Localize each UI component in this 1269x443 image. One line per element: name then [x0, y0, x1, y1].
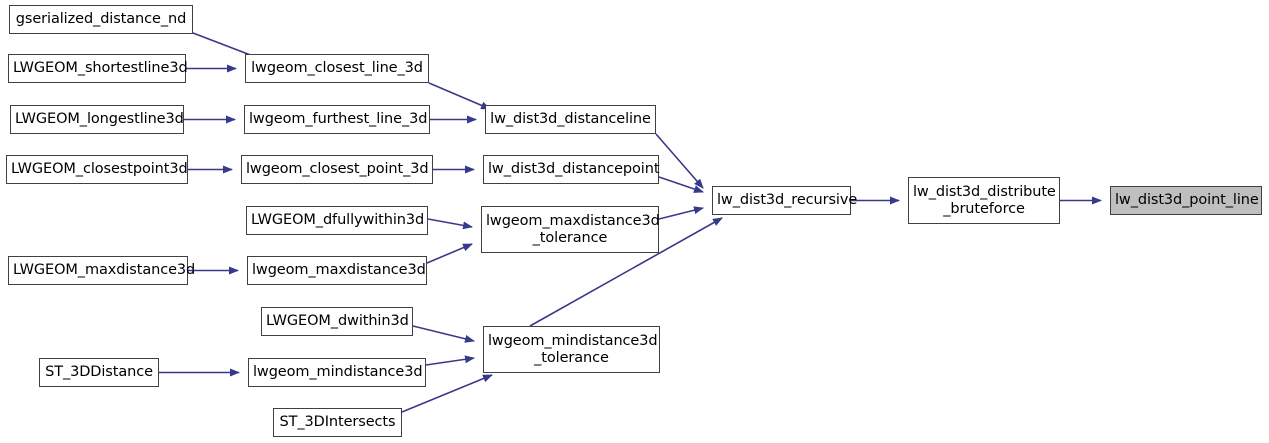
graph-node-label: lwgeom_maxdistance3d	[252, 262, 426, 278]
graph-node-lwgeom-shortestline3d[interactable]: LWGEOM_shortestline3d	[8, 54, 188, 83]
graph-node-label: gserialized_distance_nd	[15, 11, 187, 27]
graph-node-label: lw_dist3d_distancepoint	[488, 161, 660, 177]
graph-node-label: lwgeom_furthest_line_3d	[249, 111, 428, 127]
graph-node-label: LWGEOM_shortestline3d	[13, 60, 188, 76]
graph-node-lwgeom-dfullywithin3d[interactable]: LWGEOM_dfullywithin3d	[246, 206, 428, 235]
graph-node-lw-dist3d-point-line[interactable]: lw_dist3d_point_line	[1110, 186, 1262, 215]
graph-node-lwgeom-dwithin3d[interactable]: LWGEOM_dwithin3d	[261, 307, 413, 336]
graph-node-lwgeom-maxdistance3d[interactable]: lwgeom_maxdistance3d	[247, 256, 427, 285]
graph-edge	[425, 355, 475, 366]
graph-node-lwgeom-closestpoint3d[interactable]: LWGEOM_closestpoint3d	[6, 155, 188, 184]
graph-edge	[412, 325, 475, 343]
graph-node-lwgeom-mindistance3d[interactable]: lwgeom_mindistance3d	[248, 358, 426, 387]
graph-node-lwgeom-maxdistance3d-tolerance[interactable]: lwgeom_maxdistance3d _tolerance	[481, 206, 660, 253]
graph-edge	[427, 218, 473, 230]
graph-edge	[658, 206, 704, 220]
graph-node-lw-dist3d-distanceline[interactable]: lw_dist3d_distanceline	[485, 105, 656, 134]
graph-node-label: ST_3DDistance	[45, 364, 153, 380]
graph-node-label: lw_dist3d_distanceline	[490, 111, 651, 127]
graph-edge	[426, 243, 473, 264]
graph-node-label: LWGEOM_dfullywithin3d	[251, 212, 425, 228]
graph-node-label: LWGEOM_maxdistance3d	[13, 262, 196, 278]
graph-edge	[658, 176, 704, 193]
graph-node-label: lw_dist3d_recursive	[717, 192, 858, 208]
graph-node-lwgeom-closest-line-3d[interactable]: lwgeom_closest_line_3d	[245, 54, 429, 83]
graph-node-lwgeom-longestline3d[interactable]: LWGEOM_longestline3d	[10, 105, 184, 134]
graph-node-lwgeom-closest-point-3d[interactable]: lwgeom_closest_point_3d	[241, 155, 433, 184]
graph-node-label: lwgeom_closest_line_3d	[251, 60, 423, 76]
graph-node-label: lw_dist3d_point_line	[1115, 192, 1259, 208]
graph-edge	[428, 82, 491, 110]
graph-node-lw-dist3d-recursive[interactable]: lw_dist3d_recursive	[712, 186, 858, 215]
graph-node-lw-dist3d-distribute-bruteforce[interactable]: lw_dist3d_distribute _bruteforce	[908, 177, 1060, 224]
graph-node-label: lwgeom_mindistance3d	[253, 364, 423, 380]
graph-node-lwgeom-furthest-line-3d[interactable]: lwgeom_furthest_line_3d	[244, 105, 430, 134]
graph-node-label: LWGEOM_longestline3d	[15, 111, 184, 127]
graph-node-label: lwgeom_maxdistance3d _tolerance	[486, 212, 660, 246]
graph-node-label: lw_dist3d_distribute _bruteforce	[913, 183, 1056, 217]
graph-node-lwgeom-mindistance3d-tolerance[interactable]: lwgeom_mindistance3d _tolerance	[483, 326, 660, 373]
graph-node-label: ST_3DIntersects	[279, 414, 396, 430]
graph-node-label: LWGEOM_closestpoint3d	[11, 161, 188, 177]
graph-node-label: LWGEOM_dwithin3d	[266, 313, 409, 329]
graph-node-st-3ddistance[interactable]: ST_3DDistance	[39, 358, 159, 387]
graph-node-gserialized-distance-nd[interactable]: gserialized_distance_nd	[9, 5, 193, 34]
graph-node-label: lwgeom_closest_point_3d	[246, 161, 429, 177]
graph-node-lwgeom-maxdistance3d[interactable]: LWGEOM_maxdistance3d	[8, 256, 196, 285]
graph-node-label: lwgeom_mindistance3d _tolerance	[488, 332, 658, 366]
graph-edge	[655, 133, 704, 189]
graph-node-lw-dist3d-distancepoint[interactable]: lw_dist3d_distancepoint	[483, 155, 660, 184]
graph-node-st-3dintersects[interactable]: ST_3DIntersects	[273, 408, 402, 437]
